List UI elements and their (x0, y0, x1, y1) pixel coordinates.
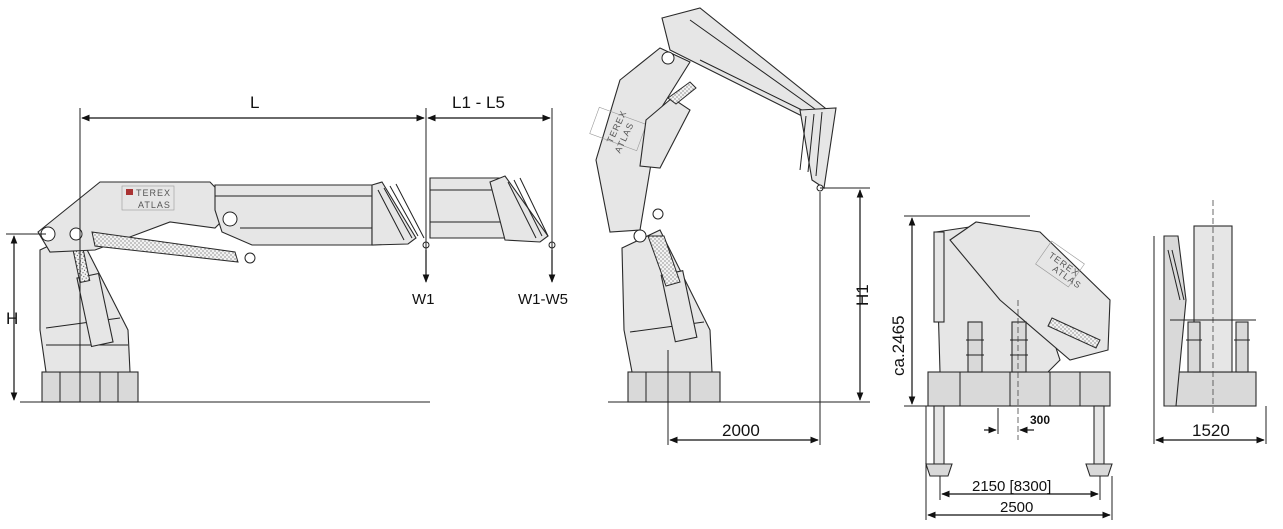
crane-base (20, 371, 430, 403)
stowed-boom (949, 221, 1111, 361)
label-H: H (6, 309, 18, 328)
label-1520: 1520 (1192, 421, 1230, 440)
label-2150: 2150 [8300] (972, 478, 1051, 495)
stabilizer-leg-right (1093, 405, 1105, 465)
rear-bolt-right (1235, 321, 1249, 373)
boom-cylinder (91, 231, 239, 263)
stabilizer-pad-left (925, 463, 953, 477)
label-L: L (250, 93, 259, 112)
label-2000: 2000 (722, 421, 760, 440)
dimension-2150: 2150 [8300] (939, 476, 1101, 500)
boom-extension-1 (371, 181, 417, 246)
dimension-300: 300 (984, 408, 1050, 434)
dimension-2000: 2000 (667, 192, 821, 445)
rear-stowed-boom (1163, 235, 1187, 407)
brand-sub: ATLAS (138, 200, 171, 210)
dimension-ca-2465: ca.2465 (889, 215, 1030, 407)
dimension-L: L (79, 93, 427, 402)
label-W1: W1 (412, 291, 435, 308)
dimension-1520: 1520 (1153, 236, 1267, 444)
crane-base-2 (627, 371, 721, 403)
dimension-H: H (6, 233, 46, 401)
label-H1: H1 (853, 284, 872, 306)
label-300: 300 (1030, 413, 1050, 427)
label-ca-2465: ca.2465 (889, 316, 908, 377)
brand-mark-icon (126, 189, 133, 195)
logo-panel (121, 185, 175, 211)
stabilizer-pad-right (1085, 463, 1113, 477)
label-2500: 2500 (1000, 499, 1033, 516)
view-stowed-side: TEREX ATLAS ca.2465 (889, 215, 1113, 520)
boom-cylinder-3 (1047, 317, 1101, 349)
inner-boom (37, 181, 236, 253)
label-L1-L5: L1 - L5 (452, 93, 505, 112)
column-cylinder-3 (933, 231, 945, 323)
stabilizer-leg-left (933, 405, 945, 465)
view-rear: 1520 (1153, 200, 1267, 444)
mounting-bolts (966, 321, 1028, 373)
dimension-H1: H1 (820, 187, 872, 401)
label-W1-W5: W1-W5 (518, 291, 568, 308)
dimension-L1-L5: L1 - L5 (427, 93, 553, 250)
subframe (927, 371, 1111, 407)
view-horizontal-reach: TEREX ATLAS L (6, 93, 568, 403)
boom-cylinder-2 (639, 97, 691, 169)
brand-name: TEREX (136, 188, 171, 198)
dimension-2500: 2500 (925, 406, 1113, 520)
column-cylinder-rod-2 (647, 235, 681, 287)
link-pin (222, 211, 238, 227)
outer-boom (214, 184, 373, 246)
rear-bolt-left (1187, 321, 1201, 373)
view-max-height: TEREX ATLAS H1 2000 (589, 7, 872, 445)
jib-extension-tip (489, 175, 549, 243)
